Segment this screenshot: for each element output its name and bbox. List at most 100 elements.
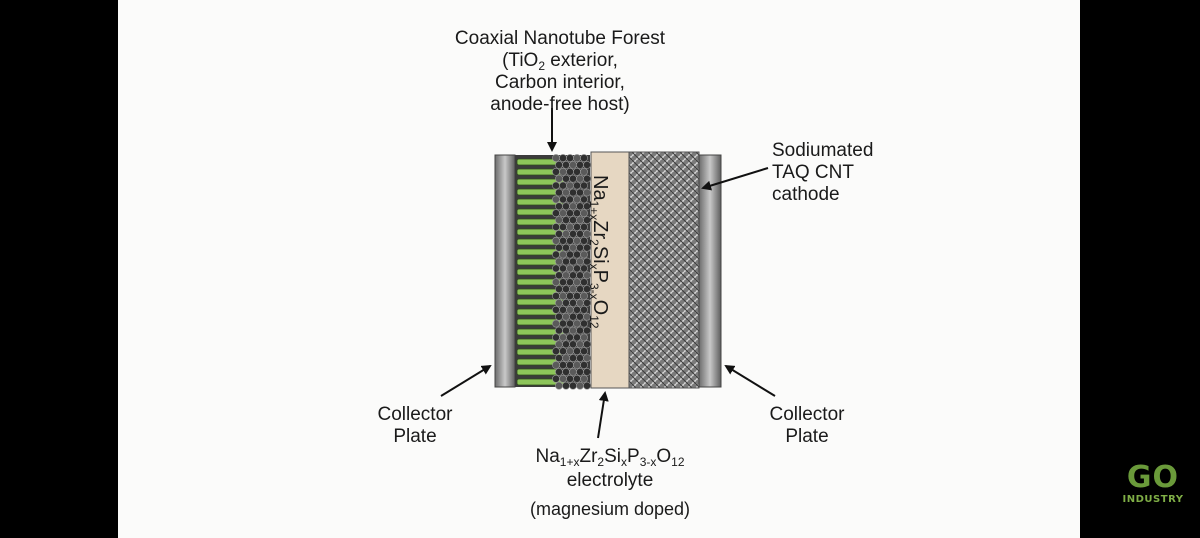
nanotube-cap [580, 374, 588, 383]
nanotube-cap [573, 223, 581, 231]
nanotube-cap [562, 243, 570, 252]
right-collector-label: Collector Plate [752, 404, 862, 448]
nanotube-label-line3: Carbon interior, [495, 72, 625, 93]
nanotube-cap [576, 202, 584, 211]
nanotube-cap [562, 216, 570, 224]
nanotube-cap [555, 202, 563, 211]
nanotube-rods [516, 158, 566, 386]
nanotube-cap [580, 361, 588, 369]
nanotube-cap [576, 312, 584, 321]
nanotube-cap [569, 367, 577, 376]
left-collector-arrow [440, 364, 492, 397]
nanotube-cap [576, 381, 584, 390]
nanotube-cap [552, 292, 560, 300]
nanotube-rod [516, 258, 558, 266]
nanotube-cap [573, 319, 581, 328]
nanotube-cap [580, 223, 588, 231]
nanotube-cap [573, 347, 581, 356]
cathode-label-line1: Sodiumated [772, 140, 874, 161]
nanotube-cap [566, 278, 574, 287]
nanotube-cap [569, 160, 577, 169]
nanotube-cap [569, 202, 577, 211]
nanotube-cap [569, 312, 577, 321]
nanotube-cap [555, 312, 563, 321]
nanotube-cap [576, 188, 584, 197]
right-collector-arrow [724, 364, 776, 397]
nanotube-cap [576, 174, 584, 183]
nanotube-cap [555, 354, 563, 362]
nanotube-cap [576, 243, 584, 252]
nanotube-cap [580, 319, 588, 328]
nanotube-cap [566, 195, 574, 204]
nanotube-cap [580, 264, 588, 273]
electrolyte-arrow [597, 391, 609, 439]
nanotube-cap [562, 160, 570, 169]
nanotube-cap [576, 216, 584, 224]
nanotube-cap [562, 354, 570, 362]
nanotube-cap [559, 209, 567, 218]
nanotube-cap [569, 326, 577, 335]
nanotube-cap [580, 236, 588, 245]
electrolyte-label-line3: (magnesium doped) [529, 499, 691, 519]
nanotube-cap [559, 223, 567, 231]
nanotube-cap [573, 195, 581, 204]
nanotube-cap [573, 167, 581, 176]
nanotube-cap [569, 354, 577, 362]
nanotube-cap [552, 319, 560, 328]
nanotube-label-line4: anode-free host) [490, 94, 630, 115]
nanotube-cap [559, 264, 567, 273]
electrolyte-vertical-formula: Na1+xZr2SixP3-xO12 [587, 175, 611, 329]
nanotube-cap [566, 264, 574, 273]
go-industry-logo: GO INDUSTRY [1120, 462, 1186, 514]
nanotube-cap [569, 174, 577, 183]
nanotube-cap [576, 271, 584, 280]
nanotube-rod [516, 358, 558, 366]
nanotube-cap [580, 181, 588, 190]
logo-main-text: GO [1126, 460, 1180, 495]
nanotube-cap [555, 257, 563, 266]
nanotube-cap [580, 347, 588, 356]
nanotube-cap [555, 243, 563, 252]
nanotube-cap [573, 305, 581, 314]
logo-sub-text: INDUSTRY [1122, 494, 1184, 505]
cathode-arrow [701, 167, 769, 191]
cathode-label-line2: TAQ CNT [772, 162, 854, 183]
nanotube-cap [583, 160, 591, 169]
nanotube-cap [580, 195, 588, 204]
nanotube-cap [552, 333, 560, 342]
nanotube-cap [559, 167, 567, 176]
nanotube-cap [552, 209, 560, 218]
nanotube-cap [562, 381, 570, 390]
right-collector-label-line1: Collector [769, 404, 845, 425]
electrolyte-label: Na1+xZr2SixP3-xO12 electrolyte (magnesiu… [490, 446, 730, 520]
nanotube-cap [573, 236, 581, 245]
nanotube-cap [552, 305, 560, 314]
nanotube-cap [559, 154, 567, 162]
nanotube-cap [555, 174, 563, 183]
cathode-label-line3: cathode [772, 184, 840, 205]
nanotube-cap [555, 216, 563, 224]
nanotube-cap [562, 257, 570, 266]
nanotube-cap [552, 347, 560, 356]
nanotube-cap [562, 202, 570, 211]
nanotube-rod [516, 368, 562, 376]
nanotube-cap [576, 326, 584, 335]
nanotube-cap [569, 229, 577, 238]
nanotube-cap [566, 292, 574, 300]
nanotube-rod [516, 338, 560, 346]
nanotube-cap [555, 298, 563, 307]
nanotube-cap [562, 298, 570, 307]
electrolyte-layer [590, 151, 630, 389]
nanotube-cap [583, 381, 591, 390]
left-collector-plate [494, 154, 516, 388]
nanotube-cap [580, 209, 588, 218]
left-collector-label-line2: Plate [393, 426, 437, 447]
nanotube-rod [516, 308, 558, 316]
nanotube-cap [562, 285, 570, 293]
nanotube-cap [580, 278, 588, 287]
nanotube-cap [566, 347, 574, 356]
nanotube-cap [573, 374, 581, 383]
nanotube-cap [580, 250, 588, 259]
nanotube-cap [569, 188, 577, 197]
nanotube-rod [516, 158, 558, 166]
